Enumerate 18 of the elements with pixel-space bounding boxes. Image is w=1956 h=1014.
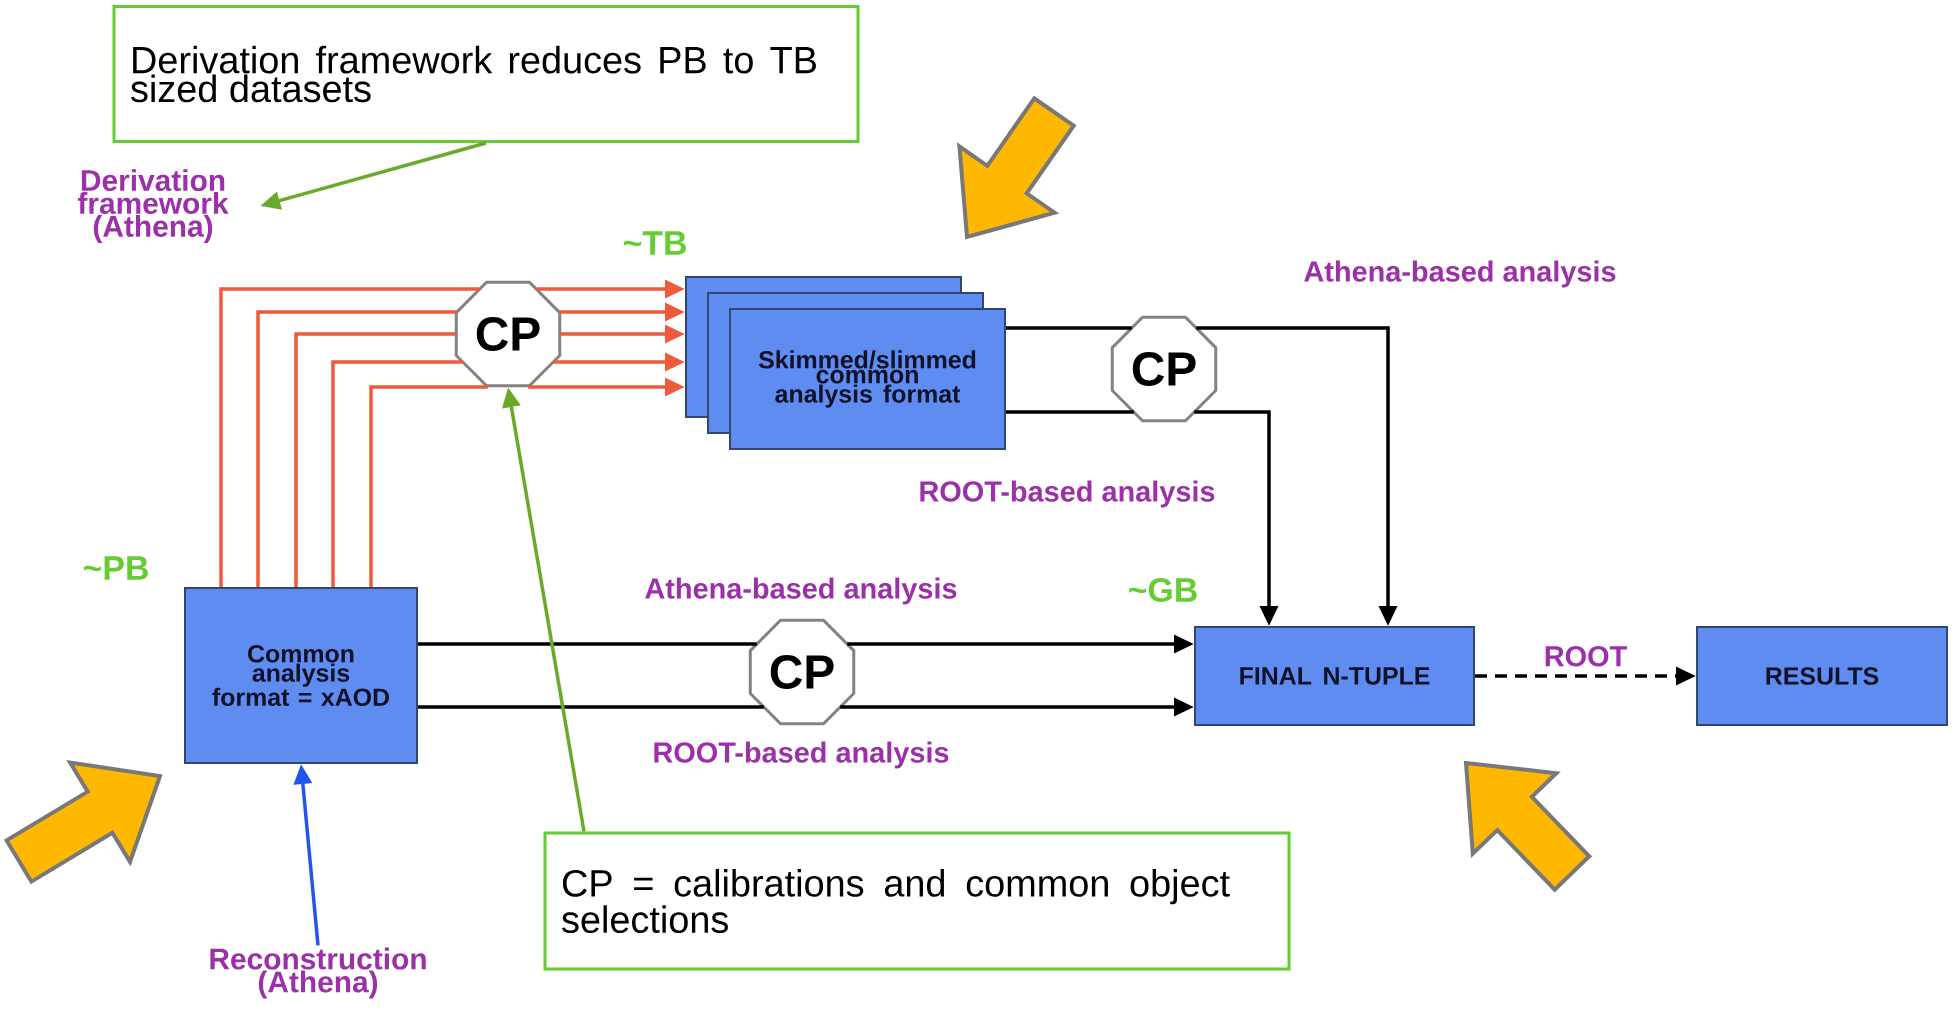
annotation-label: ~GB [1129, 578, 1197, 602]
note-box: Derivation framework reduces PB to TB sized datasets [112, 5, 860, 143]
annotation-label: ROOT-based analysis [654, 741, 949, 769]
edge-label: ROOT [1545, 646, 1627, 667]
octagon: CP [1110, 315, 1218, 423]
process-box: RESULTS [1696, 626, 1948, 726]
note-box: CP = calibrations and common object selections [543, 831, 1291, 971]
stage-label: Reconstruction (Athena) [210, 947, 426, 999]
annotation-label: ROOT-based analysis [920, 480, 1215, 508]
annotation-label: ~PB [83, 556, 148, 580]
octagon: CP [748, 618, 856, 726]
annotation-label: ~TB [623, 231, 686, 255]
stage-label: Derivation framework (Athena) [77, 169, 229, 243]
process-box: FINAL N-TUPLE [1194, 626, 1475, 726]
stacked-box: Skimmed/slimmed common analysis format [685, 276, 1006, 450]
annotation-label: Athena-based analysis [1304, 260, 1616, 288]
process-box: Common analysis format = xAOD [184, 587, 418, 764]
octagon: CP [454, 280, 562, 388]
